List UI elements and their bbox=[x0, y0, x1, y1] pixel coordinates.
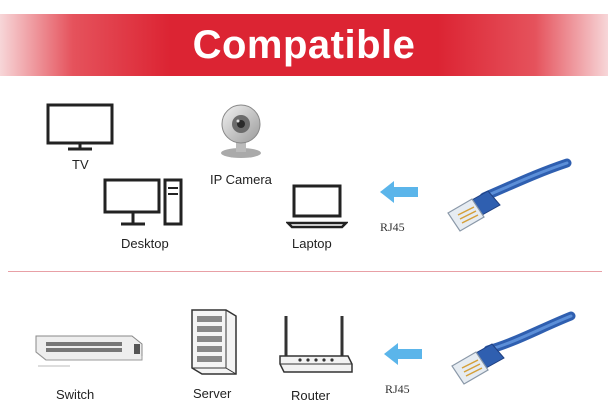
desktop-icon bbox=[103, 178, 185, 228]
tv-label: TV bbox=[72, 157, 89, 172]
server-label: Server bbox=[193, 386, 232, 401]
ip-camera-label: IP Camera bbox=[210, 172, 272, 187]
switch-label: Switch bbox=[56, 387, 95, 402]
switch-icon bbox=[30, 330, 148, 370]
compatible-banner: Compatible bbox=[0, 14, 608, 76]
banner-title: Compatible bbox=[192, 23, 416, 67]
tv-icon bbox=[46, 103, 116, 153]
rj45-label: RJ45 bbox=[380, 220, 405, 234]
rj45-label: RJ45 bbox=[385, 382, 410, 396]
server-icon bbox=[188, 306, 240, 378]
laptop-label: Laptop bbox=[292, 236, 332, 251]
arrow-left-icon bbox=[384, 343, 422, 365]
section-divider bbox=[8, 271, 602, 272]
desktop-label: Desktop bbox=[121, 236, 169, 251]
ip-camera-icon bbox=[216, 100, 266, 160]
router-icon bbox=[276, 312, 356, 378]
laptop-icon bbox=[286, 183, 348, 229]
ethernet-cable-icon bbox=[442, 155, 572, 240]
ethernet-cable-icon bbox=[446, 308, 576, 393]
arrow-left-icon bbox=[380, 181, 418, 203]
router-label: Router bbox=[291, 388, 331, 403]
